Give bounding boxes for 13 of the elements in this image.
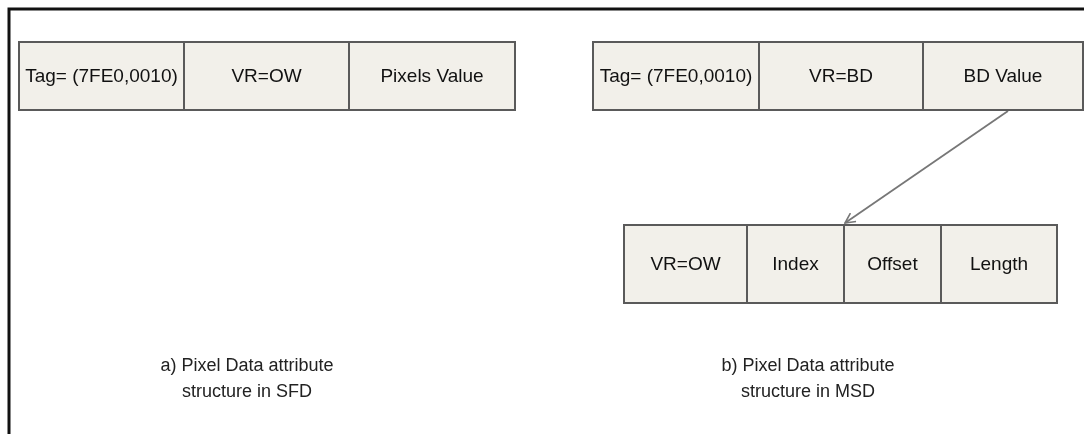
- table-cell: Tag= (7FE0,0010): [592, 41, 760, 111]
- table-cell: VR=OW: [183, 41, 350, 111]
- arrow: [844, 110, 1009, 224]
- table-cell: BD Value: [922, 41, 1084, 111]
- figure-caption: a) Pixel Data attribute structure in SFD: [159, 354, 335, 404]
- table-cell: Tag= (7FE0,0010): [18, 41, 185, 111]
- figure-caption: b) Pixel Data attribute structure in MSD: [720, 354, 896, 404]
- table-cell: Index: [746, 224, 845, 304]
- table-cell: VR=BD: [758, 41, 924, 111]
- table-cell: Length: [940, 224, 1058, 304]
- table-cell: Pixels Value: [348, 41, 516, 111]
- table-cell: VR=OW: [623, 224, 748, 304]
- table-cell: Offset: [843, 224, 942, 304]
